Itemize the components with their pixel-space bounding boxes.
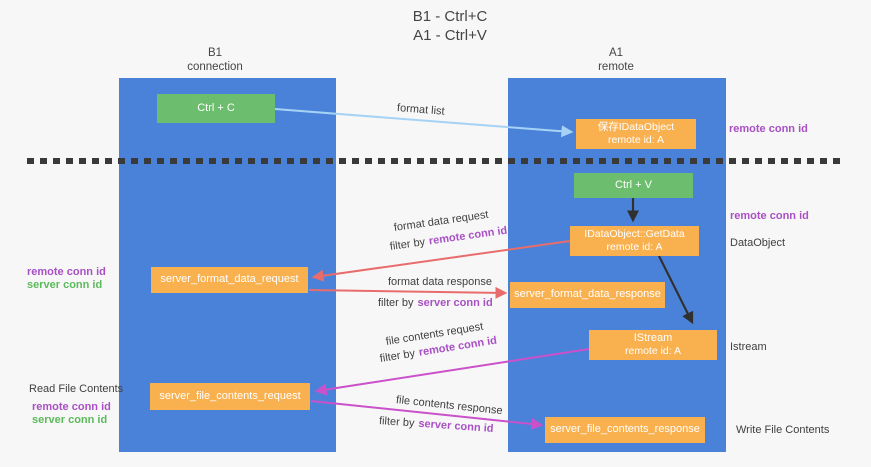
save-dataobject-line2: remote id: A (607, 134, 665, 146)
ctrl-c-label: Ctrl + C (197, 101, 235, 114)
read-file-contents-annotation: Read File Contents (29, 383, 124, 395)
server-conn-id-text: server conn id (32, 414, 108, 426)
diagram-title: B1 - Ctrl+C A1 - Ctrl+V (285, 7, 615, 45)
title-line-1: B1 - Ctrl+C (412, 8, 488, 25)
format-conn-id-annotation: remote conn id server conn id (27, 266, 106, 292)
server-file-contents-response-box: server_file_contents_response (545, 417, 705, 443)
save-dataobject-line1: 保存IDataObject (597, 120, 675, 133)
getdata-box: IDataObject::GetData remote id: A (570, 226, 699, 256)
filter-by-text: filter by (378, 415, 415, 430)
column-b1-name: B1 (207, 47, 223, 59)
server-file-contents-request-label: server_file_contents_request (159, 389, 301, 402)
remote-conn-id-annotation-top: remote conn id (729, 123, 808, 135)
server-conn-id-text: server conn id (417, 417, 494, 435)
getdata-line1: IDataObject::GetData (584, 227, 685, 240)
file-contents-response-label: file contents response (395, 394, 504, 418)
istream-line1: IStream (633, 331, 673, 344)
ctrl-v-label: Ctrl + V (615, 178, 652, 191)
file-conn-id-annotation: remote conn id server conn id (32, 401, 111, 427)
format-data-response-label: format data response (388, 276, 492, 288)
server-conn-id-text: server conn id (27, 279, 103, 291)
column-a1-name: A1 (608, 47, 624, 59)
server-file-contents-response-label: server_file_contents_response (550, 423, 700, 436)
format-list-label: format list (396, 102, 446, 118)
filter-by-text: filter by (389, 236, 426, 253)
server-conn-id-text: server conn id (417, 297, 493, 309)
istream-box: IStream remote id: A (589, 330, 717, 360)
server-format-data-request-box: server_format_data_request (151, 267, 308, 293)
ctrl-v-box: Ctrl + V (574, 173, 693, 198)
dataobject-annotation: DataObject (730, 237, 786, 249)
istream-annotation: Istream (730, 341, 767, 353)
column-b1-role: connection (187, 61, 243, 73)
remote-conn-id-text: remote conn id (32, 401, 111, 413)
server-format-data-request-label: server_format_data_request (160, 273, 299, 286)
save-dataobject-box: 保存IDataObject remote id: A (576, 119, 696, 149)
write-file-contents-annotation: Write File Contents (736, 424, 830, 436)
server-file-contents-request-box: server_file_contents_request (150, 383, 310, 410)
format-data-response-arrow (308, 286, 508, 299)
ctrl-c-box: Ctrl + C (157, 94, 275, 123)
column-a1-role: remote (598, 61, 634, 73)
title-line-2: A1 - Ctrl+V (413, 27, 487, 44)
server-format-data-response-label: server_format_data_response (514, 288, 661, 301)
filter-by-text: filter by (378, 347, 416, 365)
column-header-b1: B1 connection (145, 46, 285, 74)
remote-conn-id-text: remote conn id (27, 266, 106, 278)
server-format-data-response-box: server_format_data_response (510, 282, 665, 308)
filter-by-text: filter by (378, 297, 414, 309)
column-header-a1: A1 remote (546, 46, 686, 74)
session-separator-dashed-line (27, 158, 845, 164)
istream-line2: remote id: A (624, 345, 682, 357)
getdata-line2: remote id: A (606, 241, 663, 253)
remote-conn-id-annotation-mid: remote conn id (730, 210, 809, 222)
